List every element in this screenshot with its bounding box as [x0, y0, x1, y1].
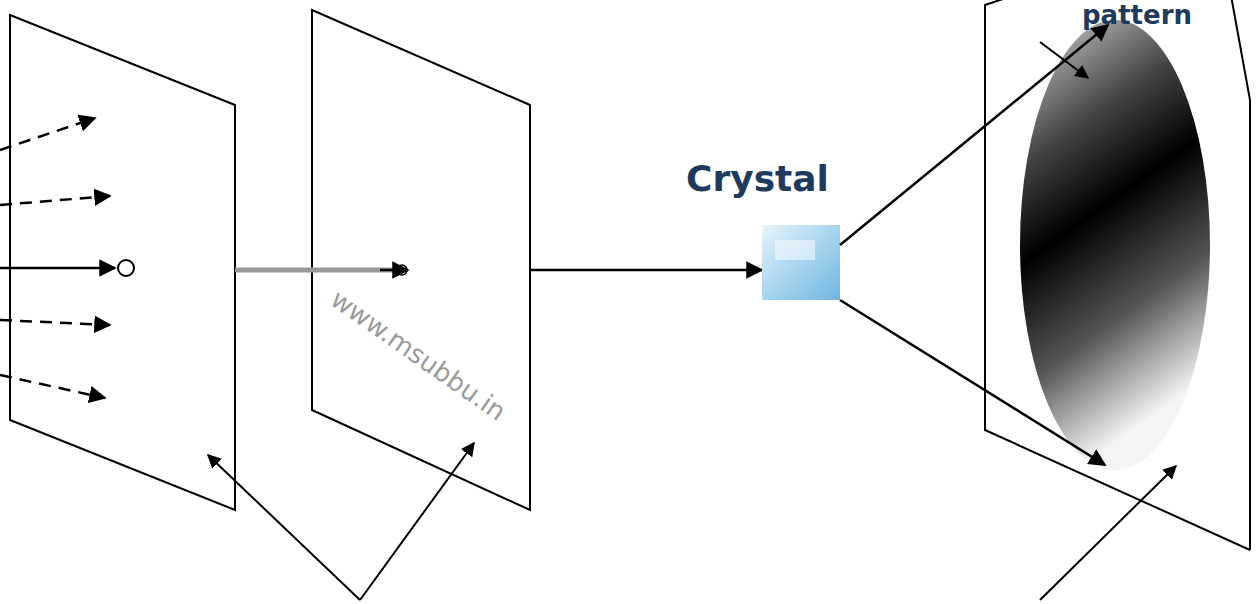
beam — [530, 269, 762, 272]
diffracted-ray — [840, 25, 1108, 245]
plate — [312, 10, 530, 510]
watermark: www.msubbu.in — [323, 282, 514, 428]
diffracted-ray — [840, 300, 1105, 465]
screen — [985, 0, 1250, 550]
plate — [10, 15, 235, 510]
diffraction-pattern — [1020, 20, 1210, 470]
beam — [235, 268, 395, 273]
incident-rays — [0, 118, 115, 398]
leader-line — [1040, 42, 1088, 78]
leader-line — [208, 443, 1176, 600]
pattern-label: pattern — [1082, 0, 1192, 30]
crystal — [762, 225, 840, 300]
crystal-label: Crystal — [686, 158, 829, 199]
pinhole — [118, 260, 134, 276]
